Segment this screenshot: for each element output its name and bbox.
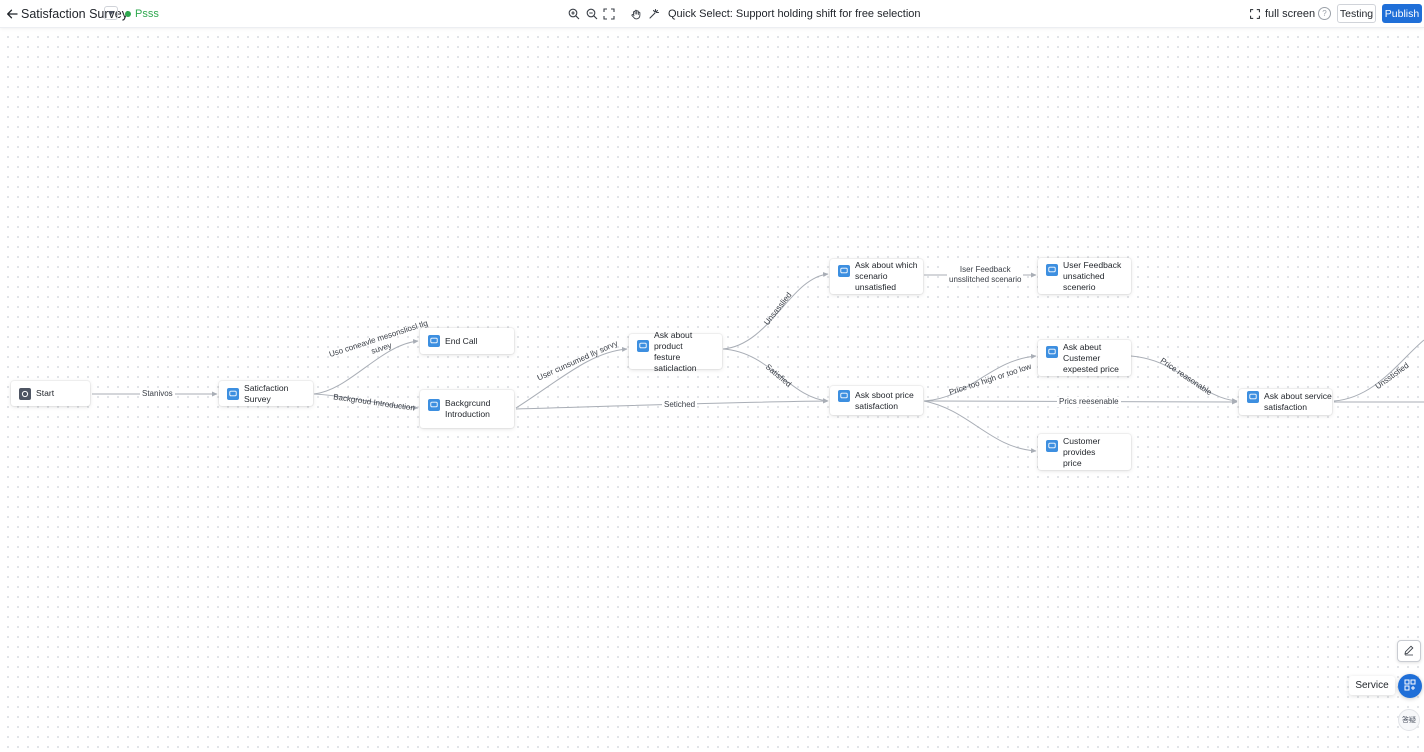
node-label: User Feedback unsatiched scenerio <box>1063 259 1122 292</box>
node-chat-icon <box>1247 391 1259 403</box>
full-screen-button[interactable]: full screen <box>1250 6 1315 22</box>
node-label: Start <box>36 388 55 398</box>
node-label: Ask sboot price satisfaction <box>855 389 914 411</box>
edge-label: Stanivos <box>140 389 175 399</box>
node-label: Ask about product festure saticlaction <box>654 329 697 373</box>
node-label: Ask about which scenario unsatisfied <box>855 260 918 292</box>
node-label: Backgrcund Introduction <box>445 398 491 419</box>
node-label: Customer provides price <box>1063 435 1101 468</box>
node-chat-icon <box>227 387 239 400</box>
hand-pan-icon[interactable] <box>628 6 644 22</box>
node-chat-icon <box>1046 346 1058 358</box>
edge-price-provides <box>923 400 1037 454</box>
page-title: Satisfaction Survey <box>21 7 128 21</box>
edge-product-price <box>722 348 829 404</box>
status-badge: Psss <box>125 6 159 22</box>
top-toolbar: Satisfaction Survey Psss Quick Select: S… <box>0 0 1424 28</box>
node-chat-icon <box>428 399 440 411</box>
edge-survey-endcall <box>313 339 419 395</box>
testing-button[interactable]: Testing <box>1337 4 1376 23</box>
zoom-out-icon[interactable] <box>584 6 600 22</box>
node-chat-icon <box>1046 440 1058 452</box>
publish-button[interactable]: Publish <box>1382 4 1422 23</box>
service-grid-icon <box>1404 679 1416 694</box>
status-dot <box>125 11 131 17</box>
node-unsatisfied-scenario[interactable]: Ask about which scenario unsatisfied <box>830 259 923 294</box>
zoom-in-icon[interactable] <box>566 6 582 22</box>
service-button[interactable] <box>1398 674 1422 698</box>
node-label: End Call <box>445 335 478 346</box>
flow-canvas[interactable]: Start Saticfaction Survey End Call Backg… <box>0 29 1424 752</box>
edge-survey-background <box>313 393 419 411</box>
node-end-call[interactable]: End Call <box>420 328 514 354</box>
node-customer-provides-price[interactable]: Customer provides price <box>1038 434 1131 470</box>
edit-icon <box>1403 644 1415 659</box>
fullscreen-icon <box>1250 9 1265 19</box>
node-label: Ask abeut Custemer expested price <box>1063 341 1119 374</box>
start-icon <box>19 387 31 400</box>
node-chat-icon <box>838 265 850 277</box>
qa-help-button[interactable]: 答疑 <box>1398 709 1420 731</box>
help-icon[interactable]: ? <box>1318 7 1331 20</box>
edge-label: Prics reesenable <box>1057 397 1121 407</box>
edge-expected-service <box>1130 355 1238 404</box>
full-screen-label: full screen <box>1265 8 1316 20</box>
edge-label: Iser Feedback unsslitched scenario <box>947 265 1024 285</box>
title-dropdown-button[interactable] <box>104 6 118 20</box>
back-arrow-icon[interactable] <box>4 6 20 22</box>
node-chat-icon <box>637 340 649 352</box>
chevron-down-icon <box>108 11 114 15</box>
node-background-introduction[interactable]: Backgrcund Introduction <box>420 390 514 428</box>
node-product-satisfaction[interactable]: Ask about product festure saticlaction <box>629 330 722 373</box>
node-chat-icon <box>428 335 440 347</box>
edge-price-expected <box>923 353 1037 402</box>
edge-label: Setiched <box>662 400 698 410</box>
edge-background-product <box>515 346 628 409</box>
quick-select-hint: Quick Select: Support holding shift for … <box>668 8 921 20</box>
node-label: Ask about service satisfaction <box>1264 391 1332 412</box>
edit-button[interactable] <box>1397 640 1421 662</box>
edge-product-scenario <box>722 272 829 350</box>
node-expected-price[interactable]: Ask abeut Custemer expested price <box>1038 340 1131 376</box>
service-label-chip[interactable]: Service <box>1349 676 1395 695</box>
node-satisfaction-survey[interactable]: Saticfaction Survey <box>219 381 313 406</box>
node-chat-icon <box>1046 264 1058 276</box>
node-user-feedback[interactable]: User Feedback unsatiched scenerio <box>1038 258 1131 294</box>
node-chat-icon <box>838 390 850 402</box>
node-start[interactable]: Start <box>11 381 90 406</box>
node-label: Saticfaction Survey <box>244 382 289 404</box>
fit-view-icon[interactable] <box>601 6 617 22</box>
node-price-satisfaction[interactable]: Ask sboot price satisfaction <box>830 386 923 415</box>
edge-service-out-up <box>1333 339 1424 402</box>
status-text: Psss <box>135 8 159 20</box>
qa-help-label: 答疑 <box>1402 717 1416 724</box>
magic-select-icon[interactable] <box>646 6 662 22</box>
node-service-satisfaction[interactable]: Ask about service satisfaction <box>1239 389 1332 415</box>
